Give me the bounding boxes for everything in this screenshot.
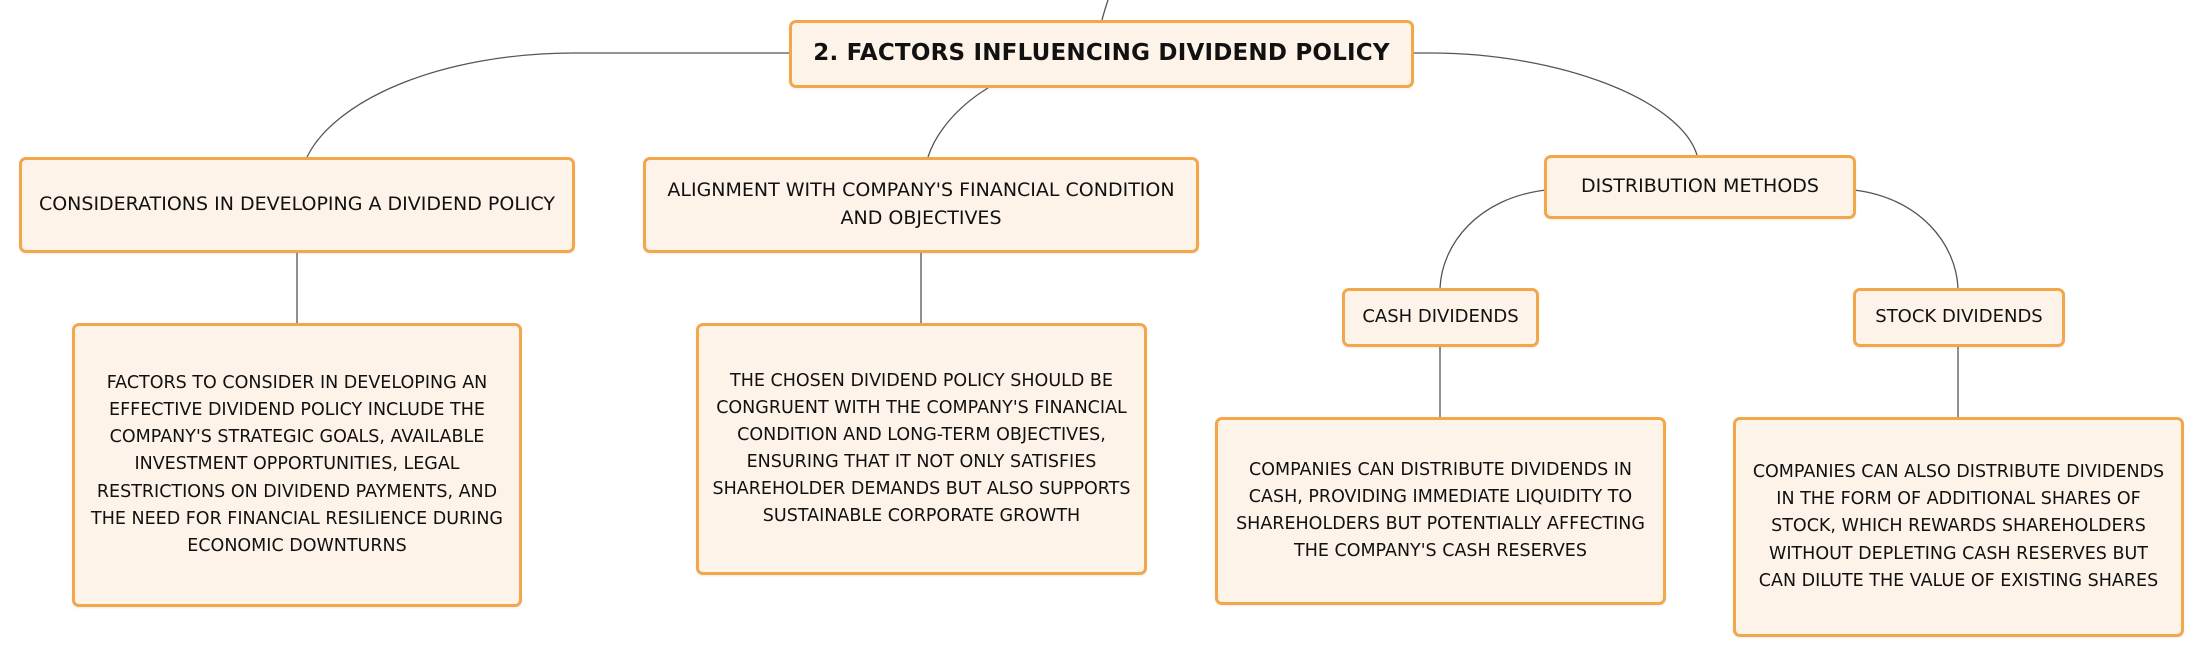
connector-root-distribution	[1414, 52, 1698, 156]
root-topic-label: 2. FACTORS INFLUENCING DIVIDEND POLICY	[813, 40, 1390, 67]
cash-dividends-detail-text: COMPANIES CAN DISTRIBUTE DIVIDENDS IN CA…	[1236, 459, 1645, 562]
distribution-topic[interactable]: DISTRIBUTION METHODS	[1544, 155, 1856, 219]
cash-dividends-detail[interactable]: COMPANIES CAN DISTRIBUTE DIVIDENDS IN CA…	[1215, 417, 1666, 605]
alignment-topic-label: ALIGNMENT WITH COMPANY'S FINANCIAL CONDI…	[667, 179, 1175, 229]
considerations-topic[interactable]: CONSIDERATIONS IN DEVELOPING A DIVIDEND …	[19, 157, 575, 253]
considerations-detail[interactable]: FACTORS TO CONSIDER IN DEVELOPING AN EFF…	[72, 323, 522, 607]
connector-distribution-stock	[1853, 189, 1959, 289]
connector-root-parent	[1101, 0, 1109, 21]
connector-root-alignment	[927, 87, 989, 158]
stock-dividends-detail[interactable]: COMPANIES CAN ALSO DISTRIBUTE DIVIDENDS …	[1733, 417, 2184, 637]
stock-dividends-detail-text: COMPANIES CAN ALSO DISTRIBUTE DIVIDENDS …	[1752, 462, 2165, 591]
alignment-topic[interactable]: ALIGNMENT WITH COMPANY'S FINANCIAL CONDI…	[643, 157, 1199, 253]
cash-dividends-topic[interactable]: CASH DIVIDENDS	[1342, 288, 1539, 347]
cash-dividends-label: CASH DIVIDENDS	[1362, 306, 1519, 328]
considerations-detail-text: FACTORS TO CONSIDER IN DEVELOPING AN EFF…	[91, 373, 503, 556]
root-topic[interactable]: 2. FACTORS INFLUENCING DIVIDEND POLICY	[789, 20, 1414, 88]
stock-dividends-topic[interactable]: STOCK DIVIDENDS	[1853, 288, 2065, 347]
alignment-detail-text: THE CHOSEN DIVIDEND POLICY SHOULD BE CON…	[712, 370, 1131, 527]
distribution-topic-label: DISTRIBUTION METHODS	[1580, 175, 1819, 198]
connector-distribution-cash	[1439, 189, 1547, 289]
considerations-topic-label: CONSIDERATIONS IN DEVELOPING A DIVIDEND …	[38, 193, 556, 216]
connector-root-considerations	[306, 52, 790, 158]
alignment-detail[interactable]: THE CHOSEN DIVIDEND POLICY SHOULD BE CON…	[696, 323, 1147, 575]
stock-dividends-label: STOCK DIVIDENDS	[1875, 306, 2043, 328]
